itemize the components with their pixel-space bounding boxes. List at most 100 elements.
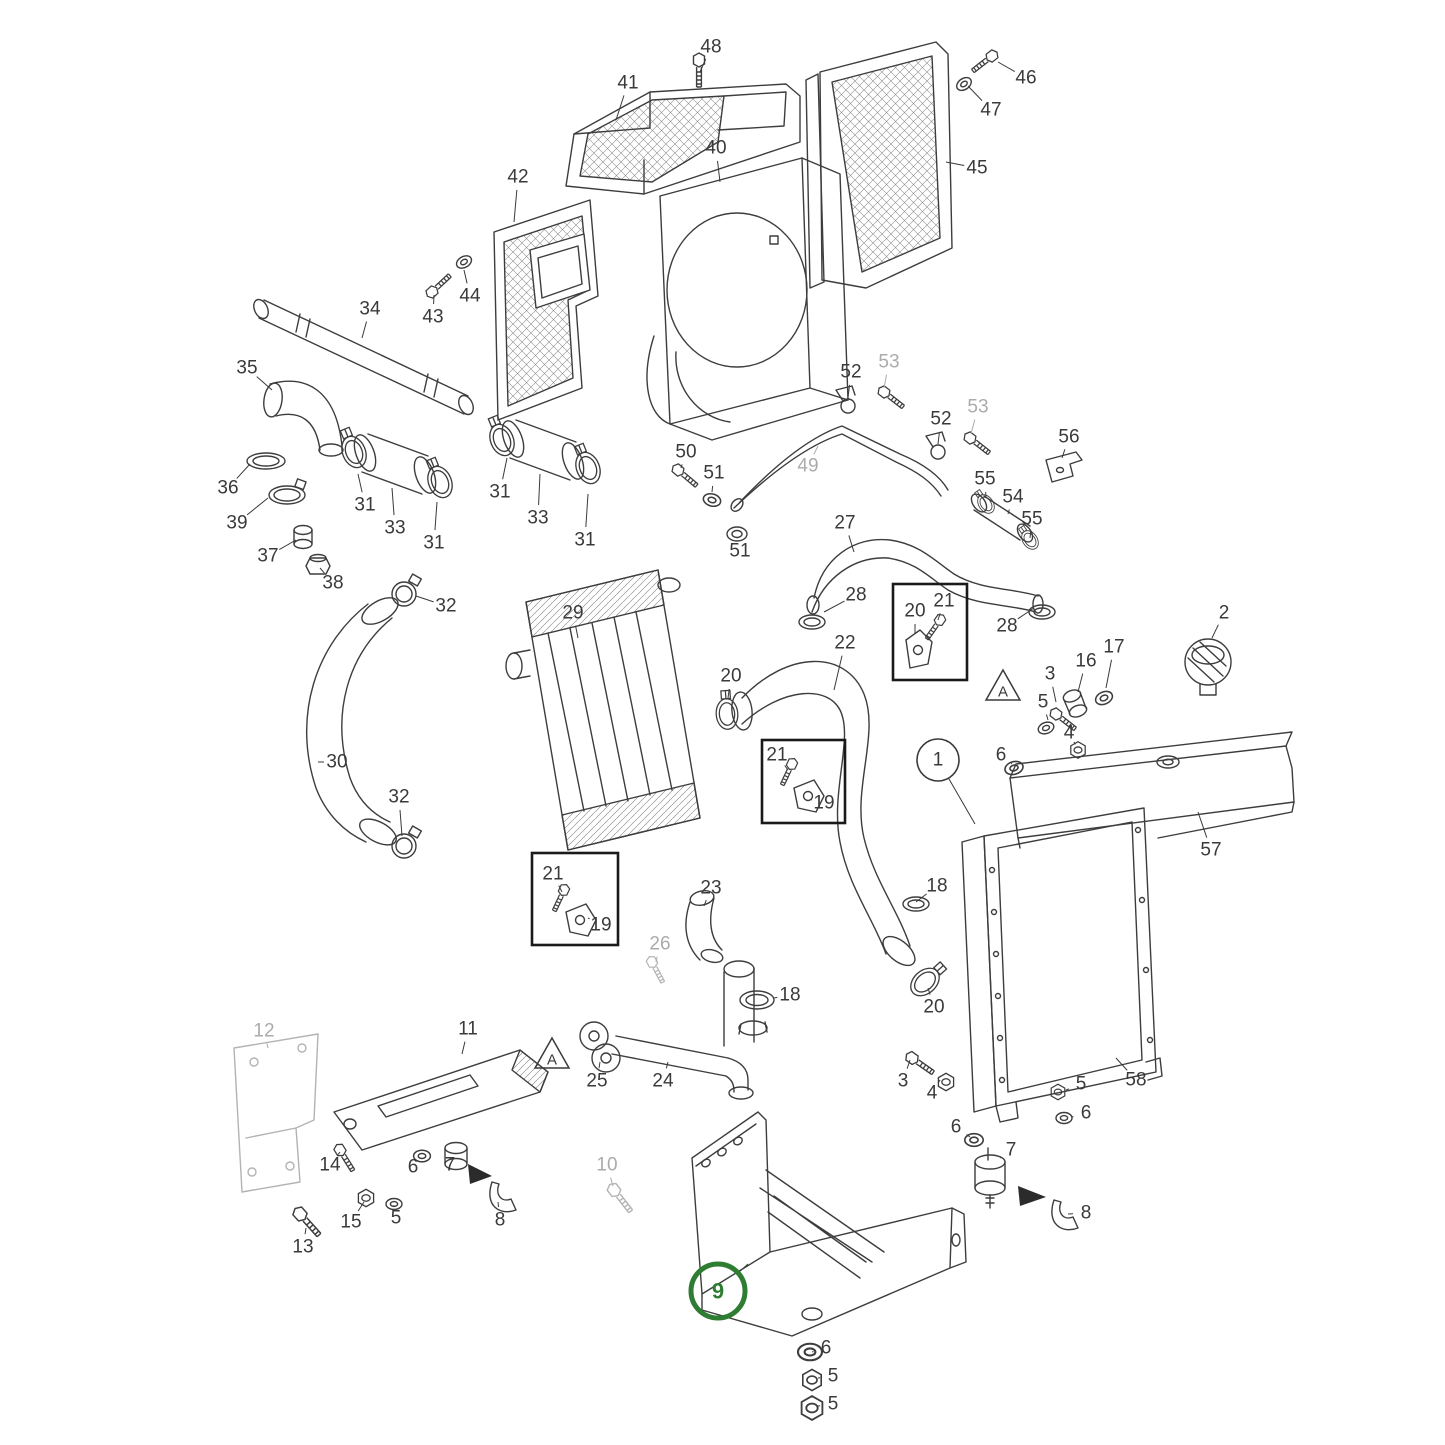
part-label-20[interactable]: 20 — [904, 601, 925, 622]
part-label-7[interactable]: 7 — [445, 1155, 456, 1176]
part-51-washer — [701, 491, 723, 509]
svg-text:A: A — [547, 1052, 557, 1069]
part-label-53[interactable]: 53 — [878, 352, 899, 373]
part-25-flange — [579, 1021, 621, 1073]
part-label-43[interactable]: 43 — [422, 307, 443, 328]
detail-boxes — [530, 582, 969, 947]
part-label-34[interactable]: 34 — [359, 299, 381, 320]
part-label-6[interactable]: 6 — [951, 1117, 962, 1138]
part-label-21[interactable]: 21 — [933, 591, 954, 612]
part-label-5[interactable]: 5 — [1038, 692, 1049, 713]
part-label-45[interactable]: 45 — [966, 158, 987, 179]
part-label-35[interactable]: 35 — [236, 358, 257, 379]
part-label-31[interactable]: 31 — [489, 482, 510, 503]
part-35-elbow-hose — [263, 380, 344, 457]
part-label-3[interactable]: 3 — [1045, 664, 1056, 685]
part-11-bracket-arm — [333, 1049, 549, 1151]
part-label-32[interactable]: 32 — [388, 787, 409, 808]
part-label-20[interactable]: 20 — [923, 997, 944, 1018]
part-label-28[interactable]: 28 — [996, 616, 1017, 637]
part-label-33[interactable]: 33 — [527, 508, 548, 529]
part-label-58[interactable]: 58 — [1125, 1070, 1146, 1091]
part-label-46[interactable]: 46 — [1015, 68, 1036, 89]
part-label-38[interactable]: 38 — [322, 573, 343, 594]
part-label-12[interactable]: 12 — [253, 1021, 274, 1042]
part-43-bolt — [423, 271, 454, 301]
part-label-6[interactable]: 6 — [1081, 1103, 1092, 1124]
part-label-54[interactable]: 54 — [1002, 487, 1024, 508]
part-label-31[interactable]: 31 — [354, 495, 375, 516]
part-label-52[interactable]: 52 — [840, 362, 861, 383]
part-56-bracket — [1045, 451, 1083, 483]
part-label-7[interactable]: 7 — [1006, 1140, 1017, 1161]
part-label-50[interactable]: 50 — [675, 442, 696, 463]
part-44-washer — [453, 252, 475, 272]
part-label-51[interactable]: 51 — [729, 541, 750, 562]
leader-lines — [236, 58, 1219, 1407]
part-label-42[interactable]: 42 — [507, 167, 528, 188]
part-label-49[interactable]: 49 — [797, 456, 818, 477]
part-label-10[interactable]: 10 — [596, 1155, 617, 1176]
part-label-15[interactable]: 15 — [340, 1212, 361, 1233]
part-label-48[interactable]: 48 — [700, 37, 721, 58]
part-label-23[interactable]: 23 — [700, 878, 721, 899]
part-label-13[interactable]: 13 — [292, 1237, 313, 1258]
part-label-20[interactable]: 20 — [720, 666, 741, 687]
part-label-16[interactable]: 16 — [1075, 651, 1096, 672]
part-label-26[interactable]: 26 — [649, 934, 670, 955]
part-label-53[interactable]: 53 — [967, 397, 988, 418]
part-label-24[interactable]: 24 — [652, 1071, 674, 1092]
part-label-25[interactable]: 25 — [586, 1071, 607, 1092]
part-34-pipe — [253, 298, 474, 416]
callout-9[interactable]: 9 — [688, 1261, 748, 1321]
part-label-6[interactable]: 6 — [408, 1157, 419, 1178]
part-label-32[interactable]: 32 — [435, 596, 456, 617]
part-label-44[interactable]: 44 — [459, 286, 481, 307]
part-label-19[interactable]: 19 — [813, 793, 834, 814]
part-label-30[interactable]: 30 — [326, 752, 347, 773]
part-label-41[interactable]: 41 — [617, 73, 638, 94]
part-label-31[interactable]: 31 — [423, 533, 444, 554]
part-label-55[interactable]: 55 — [974, 469, 995, 490]
part-label-8[interactable]: 8 — [495, 1210, 506, 1231]
part-label-57[interactable]: 57 — [1200, 840, 1221, 861]
part-label-5[interactable]: 5 — [391, 1208, 402, 1229]
part-label-5[interactable]: 5 — [828, 1366, 839, 1387]
part-49-overflow-pipe — [730, 425, 949, 512]
part-label-21[interactable]: 21 — [766, 745, 787, 766]
part-label-5[interactable]: 5 — [1076, 1074, 1087, 1095]
callout-1[interactable]: 1 — [916, 738, 960, 782]
part-label-6[interactable]: 6 — [821, 1338, 832, 1359]
part-label-37[interactable]: 37 — [257, 546, 278, 567]
part-label-29[interactable]: 29 — [562, 603, 583, 624]
part-label-27[interactable]: 27 — [834, 513, 855, 534]
part-label-39[interactable]: 39 — [226, 513, 247, 534]
part-label-2[interactable]: 2 — [1219, 603, 1230, 624]
part-label-6[interactable]: 6 — [996, 745, 1007, 766]
part-label-5[interactable]: 5 — [828, 1394, 839, 1415]
part-label-21[interactable]: 21 — [542, 864, 563, 885]
part-label-33[interactable]: 33 — [384, 518, 405, 539]
part-label-52[interactable]: 52 — [930, 409, 951, 430]
part-label-36[interactable]: 36 — [217, 478, 238, 499]
part-label-31[interactable]: 31 — [574, 530, 595, 551]
part-label-18[interactable]: 18 — [779, 985, 800, 1006]
part-57-radiator-tank — [1009, 731, 1295, 839]
part-label-28[interactable]: 28 — [845, 585, 866, 606]
part-label-4[interactable]: 4 — [927, 1083, 938, 1104]
part-label-18[interactable]: 18 — [926, 876, 947, 897]
part-label-3[interactable]: 3 — [898, 1071, 909, 1092]
part-label-14[interactable]: 14 — [319, 1155, 341, 1176]
part-label-22[interactable]: 22 — [834, 633, 855, 654]
part-label-4[interactable]: 4 — [1064, 723, 1075, 744]
part-label-51[interactable]: 51 — [703, 463, 724, 484]
part-label-19[interactable]: 19 — [590, 915, 611, 936]
part-label-8[interactable]: 8 — [1081, 1203, 1092, 1224]
part-label-40[interactable]: 40 — [705, 138, 726, 159]
part-label-11[interactable]: 11 — [458, 1019, 478, 1040]
part-label-56[interactable]: 56 — [1058, 427, 1079, 448]
part-label-17[interactable]: 17 — [1103, 637, 1124, 658]
part-label-47[interactable]: 47 — [980, 100, 1001, 121]
part-label-55[interactable]: 55 — [1021, 509, 1042, 530]
part-36-seal-ring — [246, 452, 286, 470]
